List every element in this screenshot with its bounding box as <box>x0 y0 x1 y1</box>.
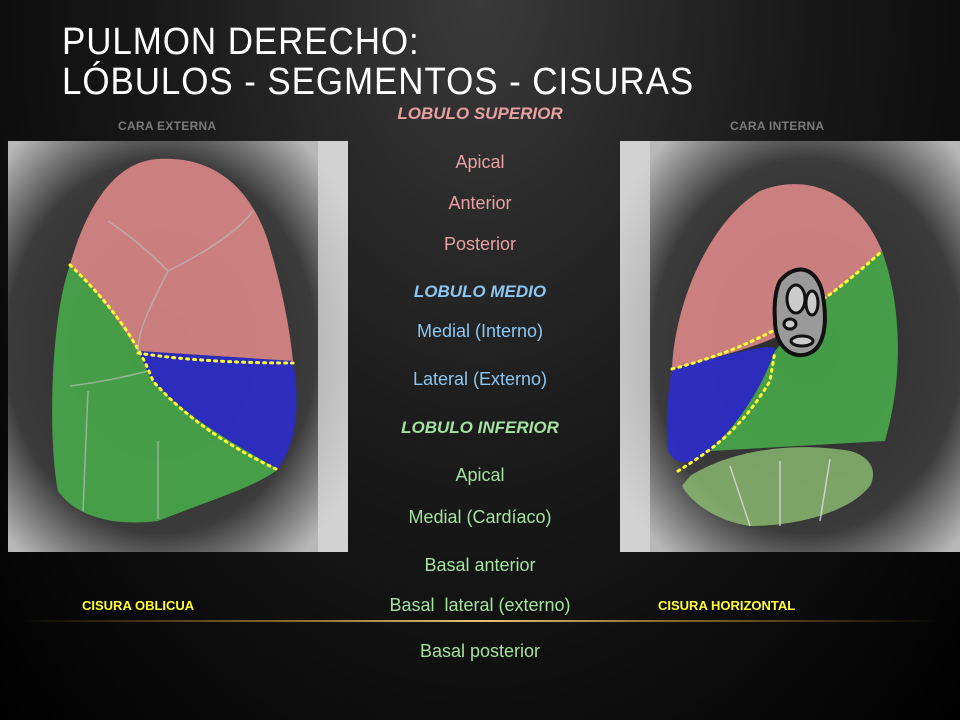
middle-segment-lateral: Lateral (Externo) <box>412 369 548 389</box>
superior-lobe-heading: LOBULO SUPERIOR <box>397 104 563 123</box>
internal-oblique-fissure <box>676 349 777 473</box>
superior-lobe-region <box>70 158 293 361</box>
hilum-outline <box>772 267 827 358</box>
superior-segment-anterior: Anterior <box>448 193 512 213</box>
page-title: PULMON DERECHO: LÓBULOS - SEGMENTOS - CI… <box>62 22 694 102</box>
middle-lobe-heading: LOBULO MEDIO <box>413 282 547 301</box>
internal-superior-lobe <box>672 184 882 369</box>
inferior-lobe-heading: LOBULO INFERIOR <box>401 418 559 437</box>
inferior-segment-basal-lateral: Basal lateral (externo) <box>389 595 571 615</box>
title-line-1: PULMON DERECHO: <box>62 21 420 63</box>
horizontal-fissure-label: CISURA HORIZONTAL <box>658 598 796 613</box>
internal-middle-lobe <box>666 347 776 463</box>
inferior-segment-medial: Medial (Cardíaco) <box>408 507 552 527</box>
external-face-label: CARA EXTERNA <box>118 119 217 133</box>
inferior-segment-basal-posterior: Basal posterior <box>419 641 541 661</box>
horizontal-fissure-line <box>136 351 295 365</box>
middle-segment-medial: Medial (Interno) <box>416 321 544 341</box>
middle-lobe-region <box>138 351 297 469</box>
superior-segment-apical: Apical <box>455 152 505 172</box>
oblique-fissure-label: CISURA OBLICUA <box>82 598 195 613</box>
lung-external-image <box>8 141 348 552</box>
oblique-fissure-line <box>68 263 278 471</box>
internal-horizontal-fissure <box>670 249 884 371</box>
lung-external-view <box>8 141 348 552</box>
lung-internal-image <box>620 141 960 552</box>
internal-face-label: CARA INTERNA <box>730 119 825 133</box>
lung-internal-view <box>620 141 960 552</box>
superior-segment-posterior: Posterior <box>443 234 517 254</box>
inferior-segment-basal-anterior: Basal anterior <box>424 555 536 575</box>
inferior-segment-apical: Apical <box>455 465 505 485</box>
divider-line <box>20 620 940 622</box>
title-line-2: LÓBULOS - SEGMENTOS - CISURAS <box>62 61 695 103</box>
